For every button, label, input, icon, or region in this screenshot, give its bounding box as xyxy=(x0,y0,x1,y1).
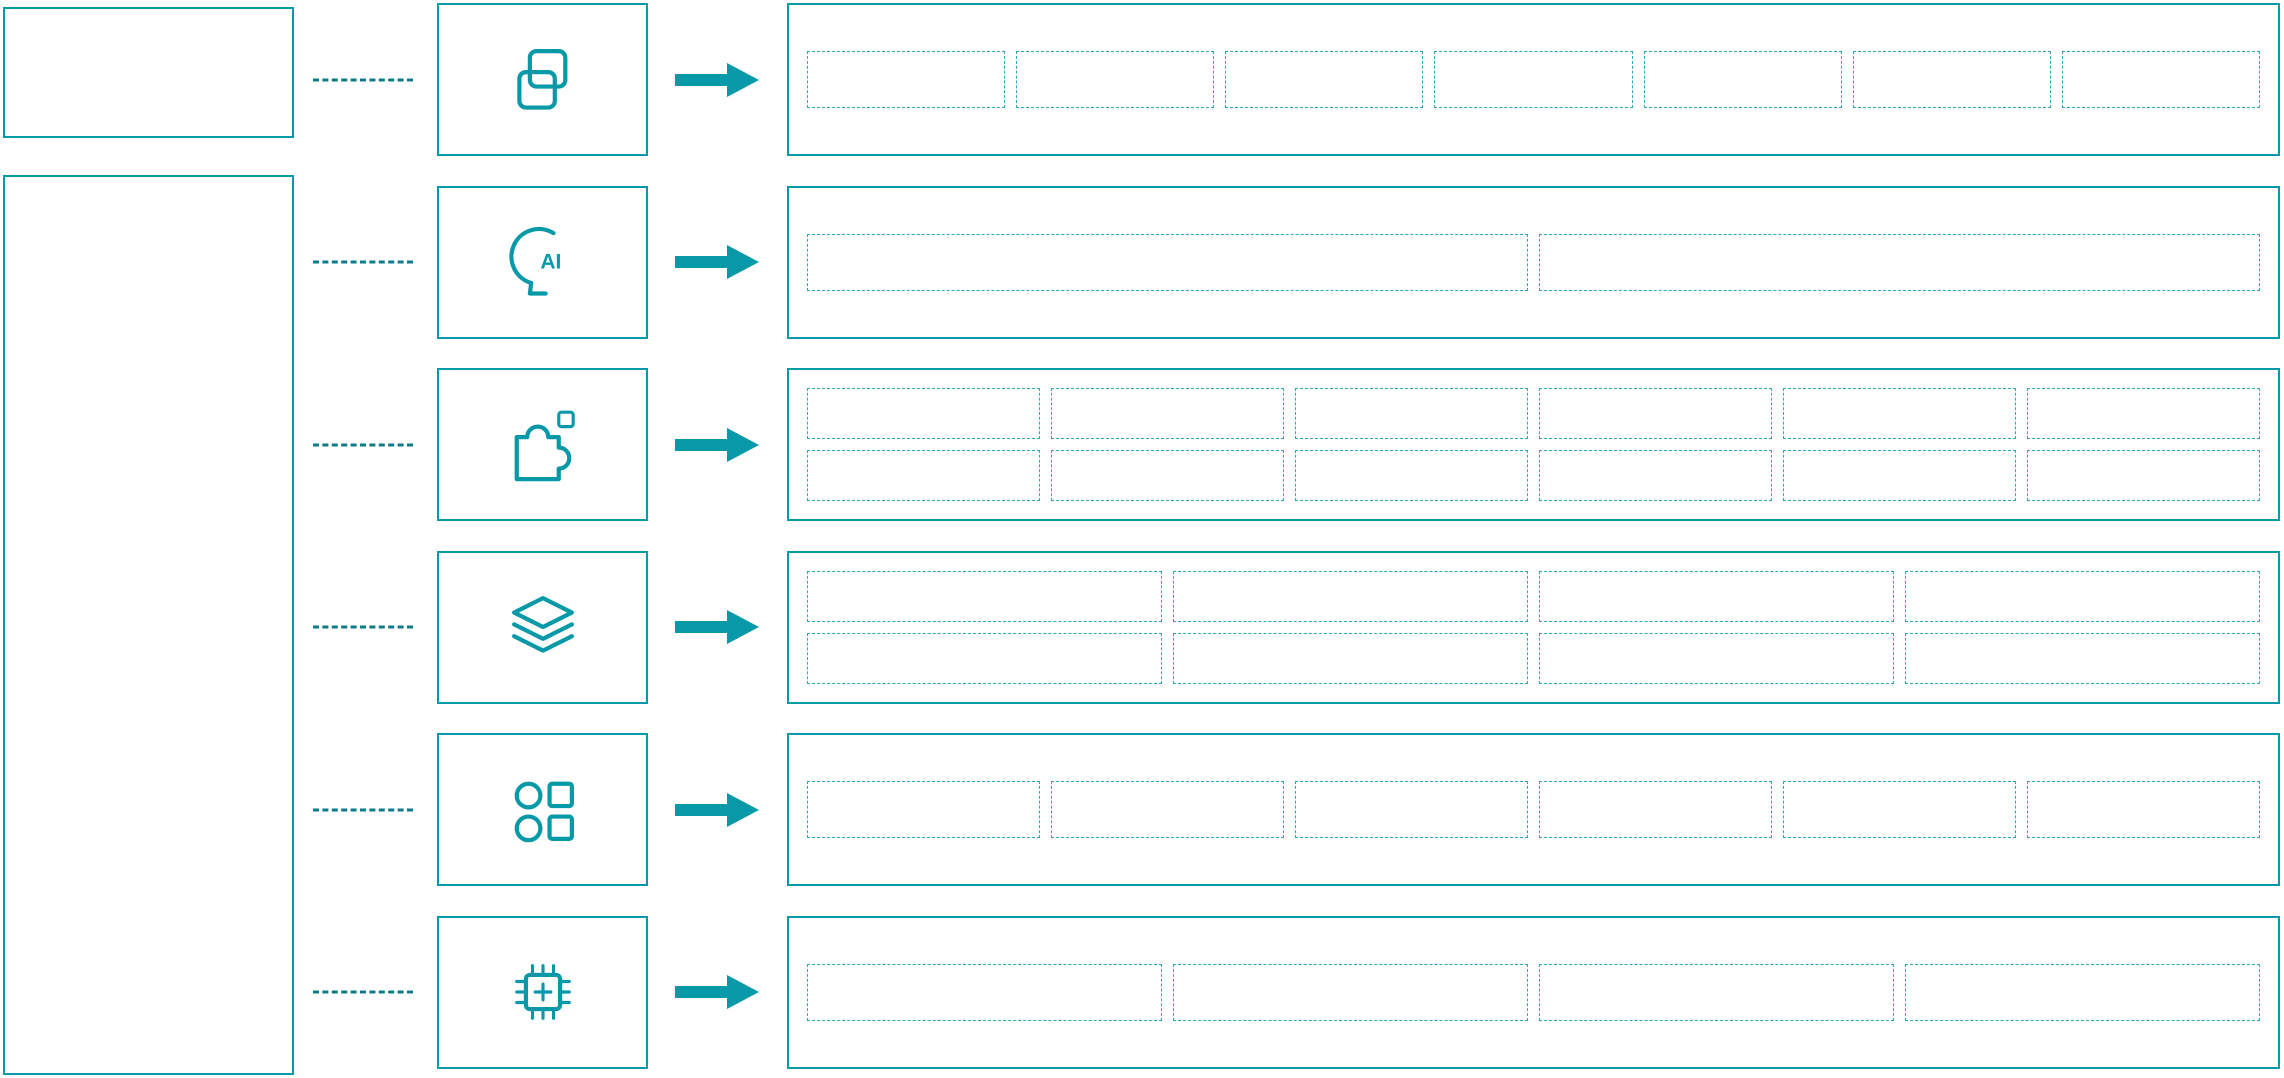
diagram-row-layers xyxy=(0,550,2284,704)
icon-tile xyxy=(437,368,648,521)
placeholder-grid-row xyxy=(807,632,2260,684)
placeholder-grid-row xyxy=(807,450,2260,501)
placeholder-box xyxy=(1539,632,1894,684)
diagram-row-integration xyxy=(0,3,2284,156)
placeholder-box xyxy=(1905,632,2260,684)
icon-tile xyxy=(437,733,648,886)
apps-grid-icon xyxy=(514,781,574,842)
layers-icon xyxy=(511,596,574,653)
icon-tile xyxy=(437,3,648,156)
dashed-connector xyxy=(313,990,413,994)
placeholder-box xyxy=(1852,51,2051,108)
placeholder-box xyxy=(807,233,1528,291)
placeholder-box xyxy=(2027,388,2260,439)
target-container xyxy=(787,3,2280,156)
placeholder-grid-row xyxy=(807,388,2260,439)
left-tall-box xyxy=(3,175,294,1075)
placeholder-box xyxy=(807,450,1040,501)
target-container xyxy=(787,185,2280,339)
diagram-row-ai: AI xyxy=(0,185,2284,339)
arrow-right-icon xyxy=(675,62,759,97)
placeholder-box xyxy=(1783,781,2016,838)
arrow-right-icon xyxy=(675,975,759,1009)
svg-text:AI: AI xyxy=(540,251,561,274)
placeholder-box xyxy=(1051,388,1284,439)
arrow-right-icon xyxy=(675,792,759,827)
target-container xyxy=(787,733,2280,886)
target-container xyxy=(787,915,2280,1069)
placeholder-box xyxy=(1783,450,2016,501)
placeholder-box xyxy=(1295,450,1528,501)
placeholder-box xyxy=(807,632,1162,684)
placeholder-box xyxy=(1539,963,1894,1021)
placeholder-box xyxy=(1016,51,1215,108)
overlapping-squares-icon xyxy=(516,48,567,110)
placeholder-box xyxy=(1905,570,2260,622)
placeholder-grid-row xyxy=(807,233,2260,291)
placeholder-grid-row xyxy=(807,570,2260,622)
placeholder-grid-row xyxy=(807,781,2260,838)
placeholder-box xyxy=(807,570,1162,622)
placeholder-box xyxy=(1539,233,2260,291)
placeholder-box xyxy=(1295,781,1528,838)
placeholder-box xyxy=(1783,388,2016,439)
dashed-connector xyxy=(313,808,413,811)
dashed-connector xyxy=(313,443,413,446)
ai-head-icon: AI xyxy=(508,226,561,296)
placeholder-box xyxy=(807,51,1006,108)
target-container xyxy=(787,550,2280,704)
arrow-right-icon xyxy=(675,245,759,279)
placeholder-box xyxy=(1173,963,1528,1021)
placeholder-box xyxy=(2027,450,2260,501)
placeholder-box xyxy=(1173,570,1528,622)
dashed-connector xyxy=(313,260,413,264)
placeholder-box xyxy=(1051,450,1284,501)
placeholder-box xyxy=(807,963,1162,1021)
puzzle-icon xyxy=(514,410,575,481)
placeholder-box xyxy=(807,388,1040,439)
placeholder-box xyxy=(1225,51,1424,108)
dashed-connector xyxy=(313,625,413,629)
placeholder-box xyxy=(2061,51,2260,108)
chip-plus-icon xyxy=(514,964,571,1020)
diagram-row-apps xyxy=(0,733,2284,886)
placeholder-grid-row xyxy=(807,51,2260,108)
dashed-connector xyxy=(313,78,413,81)
arrow-right-icon xyxy=(675,427,759,462)
placeholder-box xyxy=(1434,51,1633,108)
diagram-rows: AI xyxy=(0,3,2284,1069)
top-left-box xyxy=(3,7,294,138)
placeholder-box xyxy=(1295,388,1528,439)
diagram-row-puzzle xyxy=(0,368,2284,521)
placeholder-box xyxy=(1173,632,1528,684)
placeholder-box xyxy=(1539,570,1894,622)
target-container xyxy=(787,368,2280,521)
placeholder-box xyxy=(1539,450,1772,501)
placeholder-box xyxy=(1051,781,1284,838)
placeholder-box xyxy=(1905,963,2260,1021)
icon-tile xyxy=(437,915,648,1069)
diagram-row-chip xyxy=(0,915,2284,1069)
placeholder-box xyxy=(1539,781,1772,838)
placeholder-box xyxy=(1539,388,1772,439)
icon-tile xyxy=(437,550,648,704)
placeholder-box xyxy=(807,781,1040,838)
icon-tile: AI xyxy=(437,185,648,339)
arrow-right-icon xyxy=(675,610,759,644)
placeholder-grid-row xyxy=(807,963,2260,1021)
placeholder-box xyxy=(1643,51,1842,108)
placeholder-box xyxy=(2027,781,2260,838)
